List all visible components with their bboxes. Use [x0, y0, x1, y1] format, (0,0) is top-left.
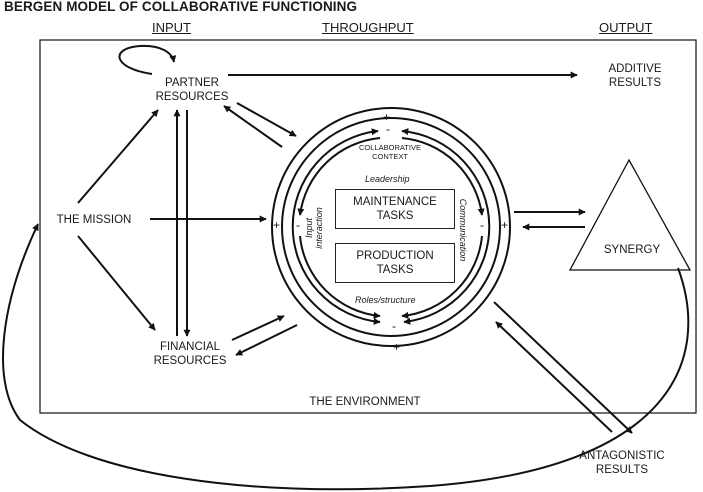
node-additive-results: ADDITIVE RESULTS [590, 62, 680, 90]
communication-label: Communication [458, 198, 468, 262]
node-financial-resources: FINANCIAL RESOURCES [140, 340, 240, 368]
collaborative-context: COLLABORATIVE CONTEXT [345, 143, 435, 161]
production-tasks-line2: TASKS [376, 264, 414, 276]
header-output: OUTPUT [599, 20, 653, 35]
inner-arc-right [401, 128, 491, 325]
environment-frame [39, 39, 697, 414]
synergy-triangle [568, 158, 692, 271]
outer-circle-2 [281, 117, 501, 337]
node-antagonistic-results: ANTAGONISTIC RESULTS [572, 449, 672, 477]
header-throughput: THROUGHPUT [322, 20, 414, 35]
feedback-loop-synergy-mission [2, 223, 690, 491]
maintenance-tasks-box: MAINTENANCE TASKS [335, 189, 455, 229]
production-tasks-line1: PRODUCTION [356, 250, 434, 262]
sign-minus-top: - [386, 122, 390, 136]
sign-plus-top: + [383, 110, 391, 124]
arrow-mission-financial [77, 235, 156, 331]
input-interaction-line2: interaction [314, 207, 324, 249]
partner-self-loop [118, 44, 177, 75]
input-interaction-line1: Input [304, 217, 314, 239]
node-financial-resources-line2: RESOURCES [153, 355, 227, 367]
node-financial-resources-line1: FINANCIAL [159, 341, 221, 353]
roles-structure-label: Roles/structure [355, 295, 416, 305]
inner-arc-tl [297, 137, 381, 216]
node-antagonistic-results-line1: ANTAGONISTIC [579, 450, 665, 462]
node-additive-results-line1: ADDITIVE [608, 63, 662, 75]
inner-arc-left [291, 128, 381, 325]
arrow-mission-partner [77, 109, 159, 204]
leadership-label: Leadership [365, 174, 410, 184]
sign-plus-left: + [273, 218, 281, 232]
arrow-partner-circle [236, 102, 297, 137]
sign-plus-bottom: + [393, 340, 401, 354]
arrow-financial-circle [231, 315, 285, 341]
outer-circle-1 [271, 107, 511, 347]
maintenance-tasks-line2: TASKS [376, 210, 414, 222]
sign-minus-left: - [296, 218, 300, 232]
arrow-circle-partner [223, 105, 283, 148]
header-input: INPUT [152, 20, 191, 35]
sign-plus-right: + [501, 218, 509, 232]
node-the-mission: THE MISSION [56, 214, 132, 226]
maintenance-tasks-line1: MAINTENANCE [353, 196, 437, 208]
collaborative-context-line2: CONTEXT [372, 152, 408, 161]
node-synergy: SYNERGY [603, 244, 661, 256]
arrow-circle-financial [235, 324, 298, 356]
collaborative-context-line1: COLLABORATIVE [359, 143, 421, 152]
inner-arc-bl [299, 235, 381, 319]
node-partner-resources-line2: RESOURCES [155, 91, 229, 103]
input-interaction-label: Input interaction [304, 198, 324, 258]
node-partner-resources: PARTNER RESOURCES [142, 76, 242, 104]
node-antagonistic-results-line2: RESULTS [595, 464, 649, 476]
node-partner-resources-line1: PARTNER [165, 77, 219, 89]
inner-arc-br [401, 235, 483, 319]
sign-minus-bottom: - [392, 319, 396, 333]
arrow-circle-antagonistic [493, 301, 633, 434]
inner-arc-tr [401, 137, 485, 216]
production-tasks-box: PRODUCTION TASKS [335, 243, 455, 283]
sign-minus-right: - [480, 218, 484, 232]
arrow-antagonistic-circle [495, 321, 613, 433]
node-the-environment: THE ENVIRONMENT [309, 396, 421, 408]
node-additive-results-line2: RESULTS [608, 77, 662, 89]
diagram-title: BERGEN MODEL OF COLLABORATIVE FUNCTIONIN… [4, 0, 358, 14]
